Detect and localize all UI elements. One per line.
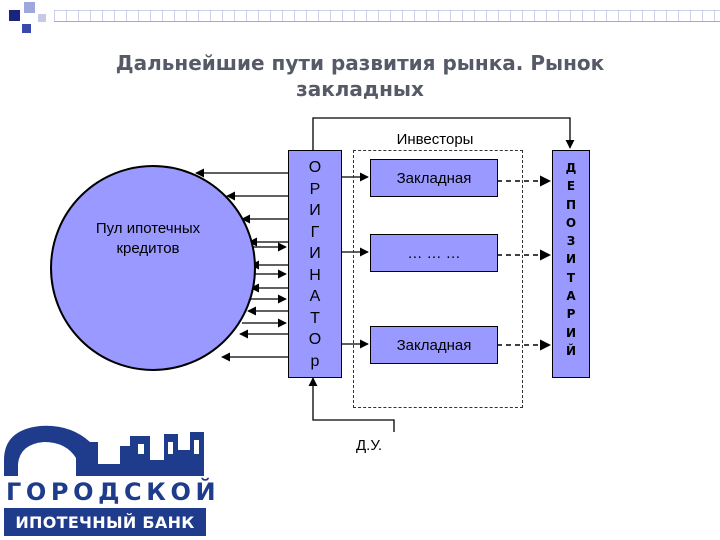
originator-letter: И <box>309 202 321 219</box>
originator-letter: Н <box>309 266 321 284</box>
depository-box: Д Е П О З И Т А Р И Й <box>552 150 590 378</box>
depository-letter: Т <box>566 270 576 285</box>
mortgage-box: Закладная <box>370 159 498 197</box>
depository-letter: И <box>565 325 577 340</box>
originator-letter: Р <box>309 180 321 198</box>
bank-logo-building-icon <box>4 425 204 476</box>
header-grid-bar <box>54 10 720 22</box>
originator-letter: А <box>309 288 321 305</box>
mortgage-box-ellipsis: … … … <box>370 234 498 272</box>
mortgage-pool-circle: Пул ипотечных кредитов <box>50 165 256 371</box>
depository-letter: З <box>566 234 576 249</box>
investors-frame <box>353 150 523 408</box>
originator-letter: И <box>309 245 321 262</box>
depository-letter: Е <box>566 179 576 194</box>
originator-letters: О Р И Г И Н А Т О р <box>289 157 341 372</box>
depository-letters: Д Е П О З И Т А Р И Й <box>553 159 589 360</box>
originator-letter: р <box>310 352 320 370</box>
originator-letter: О <box>308 159 322 176</box>
slide-title: Дальнейшие пути развития рынка. Рынок за… <box>115 51 605 101</box>
depository-letter: Й <box>565 343 577 358</box>
logo-band: ИПОТЕЧНЫЙ БАНК <box>4 508 206 536</box>
originator-box: О Р И Г И Н А Т О р <box>288 150 342 378</box>
originator-letter: Г <box>310 223 320 241</box>
investors-label: Инвесторы <box>396 131 474 148</box>
originator-letter: Т <box>310 309 320 327</box>
depository-letter: Р <box>566 307 576 322</box>
depository-letter: П <box>565 197 577 212</box>
logo-wordmark: ГОРОДСКОЙ <box>6 478 221 506</box>
depository-letter: А <box>566 289 576 304</box>
arrow-icon <box>195 168 288 362</box>
corner-squares-decoration <box>0 0 60 40</box>
pool-label: Пул ипотечных кредитов <box>95 220 201 257</box>
originator-letter: О <box>308 331 322 348</box>
depository-letter: Д <box>565 161 577 175</box>
depository-letter: О <box>565 215 577 230</box>
mortgage-box: Закладная <box>370 326 498 364</box>
trust-management-label: Д.У. <box>356 437 383 454</box>
depository-letter: И <box>565 252 577 267</box>
